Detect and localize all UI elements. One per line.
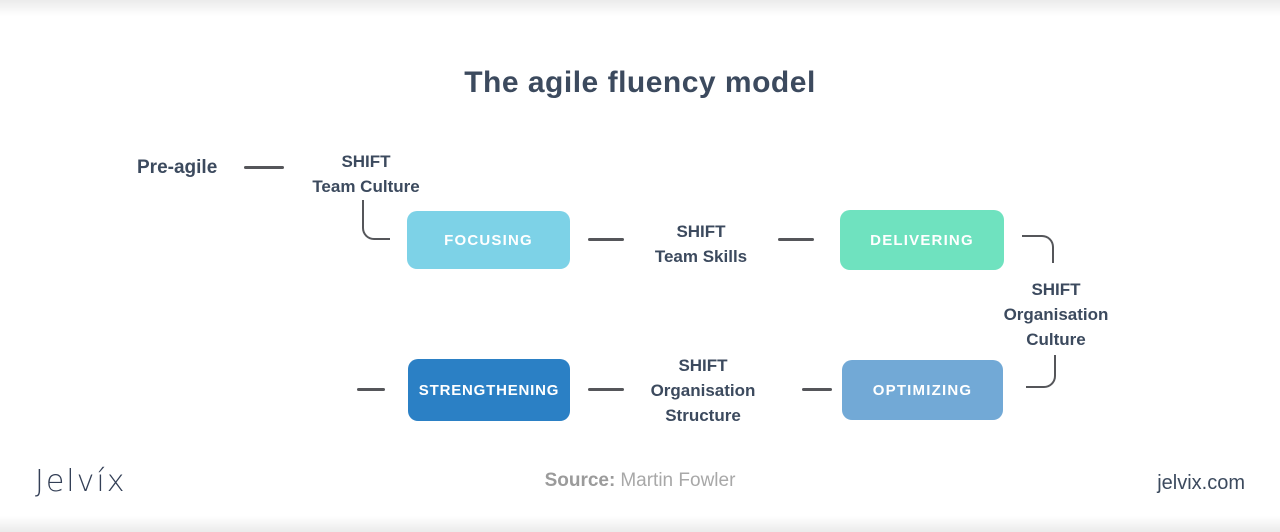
- source-value: Martin Fowler: [620, 470, 736, 491]
- shift-organisation-culture-line3: Culture: [1026, 330, 1086, 349]
- stage-strengthening: STRENGTHENING: [408, 359, 570, 421]
- shift-team-skills-line2: Team Skills: [654, 247, 748, 266]
- connector-team-culture-to-focusing: [362, 200, 390, 240]
- dash-focusing-to-skills: [588, 238, 624, 241]
- stage-delivering: DELIVERING: [840, 210, 1004, 270]
- shift-organisation-culture-label: SHIFT Organisation Culture: [986, 277, 1126, 352]
- dash-strengthening-to-structure: [588, 388, 624, 391]
- dash-structure-to-optimizing: [802, 388, 832, 391]
- shift-organisation-structure-line1: SHIFT: [678, 356, 728, 375]
- source-label: Source:: [544, 470, 616, 491]
- shift-team-culture-line1: SHIFT: [341, 152, 391, 171]
- shift-organisation-structure-label: SHIFT Organisation Structure: [633, 353, 773, 428]
- shift-team-skills-line1: SHIFT: [676, 222, 726, 241]
- connector-org-culture-to-optimizing: [1026, 355, 1056, 388]
- stage-strengthening-label: STRENGTHENING: [418, 381, 560, 399]
- shift-team-culture-label: SHIFT Team Culture: [296, 149, 436, 199]
- shift-organisation-structure-line2: Organisation: [650, 381, 756, 400]
- jelvix-logo: Jelvíx: [35, 464, 127, 499]
- stage-optimizing: OPTIMIZING: [842, 360, 1003, 420]
- page-title: The agile fluency model: [464, 66, 816, 99]
- stage-delivering-label: DELIVERING: [870, 231, 974, 249]
- dash-skills-to-delivering: [778, 238, 814, 241]
- stage-optimizing-label: OPTIMIZING: [872, 381, 973, 399]
- connector-delivering-to-org-culture: [1022, 235, 1054, 263]
- pre-agile-label: Pre-agile: [137, 157, 218, 178]
- dash-into-strengthening: [357, 388, 385, 391]
- shift-team-skills-label: SHIFT Team Skills: [631, 219, 771, 269]
- shift-organisation-structure-line3: Structure: [665, 406, 741, 425]
- shift-organisation-culture-line1: SHIFT: [1031, 280, 1081, 299]
- stage-focusing: FOCUSING: [407, 211, 570, 269]
- shift-team-culture-line2: Team Culture: [312, 177, 420, 196]
- bottom-edge-fade: [0, 516, 1280, 532]
- dash-pre-agile: [244, 166, 284, 169]
- shift-organisation-culture-line2: Organisation: [1003, 305, 1109, 324]
- source-attribution: Source:Martin Fowler: [0, 470, 1280, 492]
- website-url: jelvix.com: [1157, 472, 1245, 494]
- stage-focusing-label: FOCUSING: [444, 231, 533, 249]
- top-edge-fade: [0, 0, 1280, 16]
